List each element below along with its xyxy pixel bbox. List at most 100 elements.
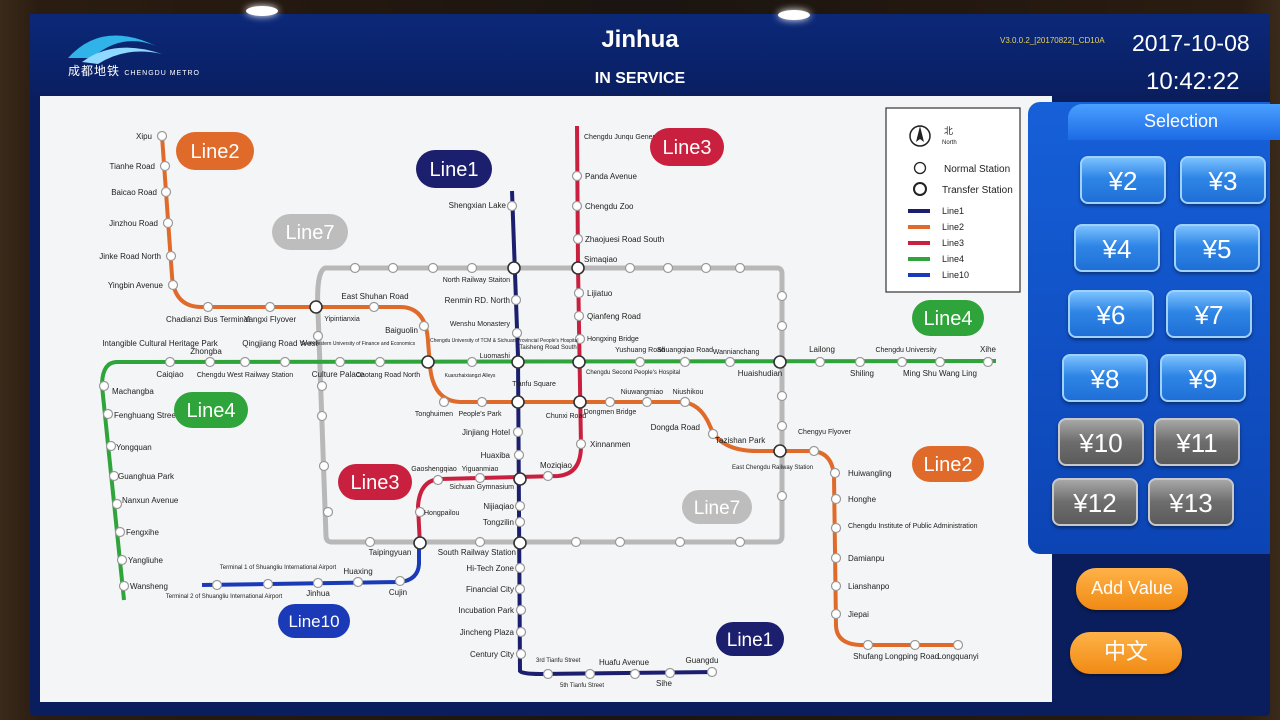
date-display: 2017-10-08 [1132,30,1250,56]
map-legend: 北 North Normal Station Transfer Station … [885,107,1021,293]
station-label: Lailong [809,345,835,354]
badge-line3-top-label: Line3 [663,137,712,159]
station-label: Caotang Road North [356,372,420,379]
badge-line1-top-label: Line1 [430,159,479,181]
fare-button-9[interactable]: ¥9 [1160,354,1246,402]
station-label: Xihe [980,345,997,354]
badge-line2-right [912,446,984,482]
station-label: Hi-Tech Zone [466,564,514,573]
station-label: Niuwangmiao [621,389,664,396]
legend-normal-station: Normal Station [944,164,1010,175]
legend-line10-label: Line10 [942,270,969,280]
station-label: Niushikou [673,389,704,396]
station-label: Jinjiang Hotel [462,428,510,437]
station-title: Jinhua [601,26,679,53]
legend-line4-label: Line4 [942,254,964,264]
station-label: Honghe [848,495,877,504]
fare-button-11[interactable]: ¥11 [1154,418,1240,466]
fare-button-12[interactable]: ¥12 [1052,478,1138,526]
badge-line4-right [912,300,984,336]
badge-line1-bottom-label: Line1 [727,630,774,651]
station-label: South Railway Station [438,548,516,557]
station-label: Jinhua [306,589,330,598]
station-label: Chengdu Institute of Public Administrati… [848,523,978,530]
ceiling-light-reflection [778,10,810,20]
station-label: Wenshu Monastery [450,321,511,328]
station-label: Chengyu Flyover [798,429,852,436]
station-label: Chengdu Junqu General Hospital [584,134,688,141]
station-label: Huiwangling [848,469,892,478]
badge-line2-top [176,132,254,170]
fare-button-8[interactable]: ¥8 [1062,354,1148,402]
station-label: Terminal 2 of Shuangliu International Ai… [166,594,283,600]
station-label: Shengxian Lake [449,201,507,210]
add-value-button[interactable]: Add Value [1076,568,1188,610]
station-label: Renmin RD. North [445,296,510,305]
transfer-markers [309,261,787,550]
line7-track [315,265,785,545]
badge-line4-left-label: Line4 [187,400,236,422]
station-label: Panda Avenue [585,172,637,181]
fare-button-7[interactable]: ¥7 [1166,290,1252,338]
station-label: Damianpu [848,554,884,563]
station-label: Tianfu Square [512,381,556,388]
top-bar [30,14,1270,94]
station-label: Fengxihe [126,528,159,537]
fare-button-2[interactable]: ¥2 [1080,156,1166,204]
badge-line7-bottom-label: Line7 [694,498,741,519]
station-label: Yiguanmiao [462,466,499,473]
fare-button-6[interactable]: ¥6 [1068,290,1154,338]
legend-north-en: North [942,140,957,146]
legend-line3-label: Line3 [942,238,964,248]
service-status: IN SERVICE [594,70,686,87]
station-label: Fenghuang Street [114,411,179,420]
line3-track [415,125,584,547]
fare-button-3[interactable]: ¥3 [1180,156,1266,204]
station-label: Jiepai [848,610,869,619]
station-label: Tongzilin [483,518,514,527]
station-labels: Xipu Tianhe Road Baicao Road Jinzhou Roa… [99,132,996,689]
station-label: Zhaojuesi Road South [585,235,664,244]
station-label: Ming Shu Wang Ling [903,369,977,378]
station-label: Wannianchang [713,349,760,356]
badge-line3-left-label: Line3 [351,472,400,494]
station-label: 5th Tianfu Street [560,683,604,689]
legend-box [885,107,1021,293]
station-label: Machangba [112,387,154,396]
badge-line3-left [338,464,412,500]
station-label: Guangdu [686,656,719,665]
fare-button-4[interactable]: ¥4 [1074,224,1160,272]
legend-line1-label: Line1 [942,206,964,216]
station-label: Guanghua Park [118,472,175,481]
station-label: Caiqiao [156,370,184,379]
metro-map: Xipu Tianhe Road Baicao Road Jinzhou Roa… [40,96,1052,702]
station-label: Sihe [656,679,673,688]
station-label: Tonghuimen [415,411,453,418]
station-label: Tazishan Park [715,436,766,445]
station-label: People's Park [459,411,502,418]
fare-button-10[interactable]: ¥10 [1058,418,1144,466]
station-label: Dongmen Bridge [584,409,637,416]
station-label: North Railway Staiton [443,277,510,284]
station-label: Yushuang Road [615,347,665,354]
station-label: Shiling [850,369,874,378]
station-label: Yipintianxia [324,316,360,323]
station-label: Dongda Road [651,423,700,432]
station-label: Chengdu University [875,347,937,354]
station-label: Jinke Road North [99,252,161,261]
station-label: Terminal 1 of Shuangliu International Ai… [220,565,337,571]
station-label: Huafu Avenue [599,658,650,667]
station-label: Tianhe Road [109,162,155,171]
station-label: Nanxun Avenue [122,496,179,505]
station-label: Jinzhou Road [109,219,158,228]
fare-button-5[interactable]: ¥5 [1174,224,1260,272]
badge-line10-label: Line10 [288,612,339,631]
station-label: Wansheng [130,582,168,591]
language-button[interactable]: 中文 [1070,632,1182,674]
legend-north-cn: 北 [944,126,953,136]
station-label: Hongpailou [424,510,460,517]
station-label: Financial City [466,585,514,594]
station-markers [98,130,994,680]
station-label: East Shuhan Road [341,292,408,301]
fare-button-13[interactable]: ¥13 [1148,478,1234,526]
